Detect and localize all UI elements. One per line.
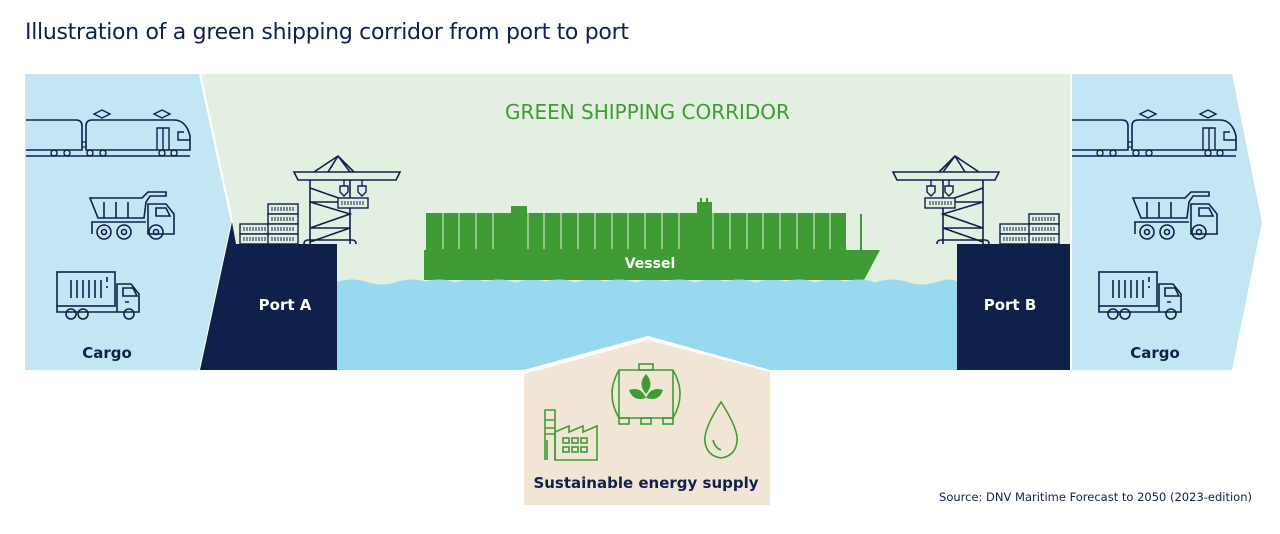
factory-icon: [544, 409, 598, 461]
page-title: Illustration of a green shipping corrido…: [25, 20, 629, 45]
corridor-label: GREEN SHIPPING CORRIDOR: [505, 100, 790, 124]
bio-tank-icon: [611, 363, 681, 425]
port-b-crane-icon: [892, 155, 1000, 245]
vessel-label: Vessel: [624, 256, 676, 272]
water: [337, 279, 957, 370]
source-note: Source: DNV Maritime Forecast to 2050 (2…: [939, 490, 1252, 504]
port-b-dock: [957, 244, 1070, 370]
energy-supply-panel: [524, 336, 770, 505]
fuel-drop-icon: [704, 400, 738, 459]
energy-supply-label: Sustainable energy supply: [533, 474, 759, 492]
port-a-label: Port A: [258, 296, 312, 314]
cargo-label-right: Cargo: [1130, 344, 1180, 362]
port-a-dock: [200, 222, 337, 370]
port-b-label: Port B: [983, 296, 1037, 314]
port-a-crane-icon: [293, 155, 401, 245]
cargo-label-left: Cargo: [82, 344, 132, 362]
vessel-ship: [424, 198, 880, 280]
